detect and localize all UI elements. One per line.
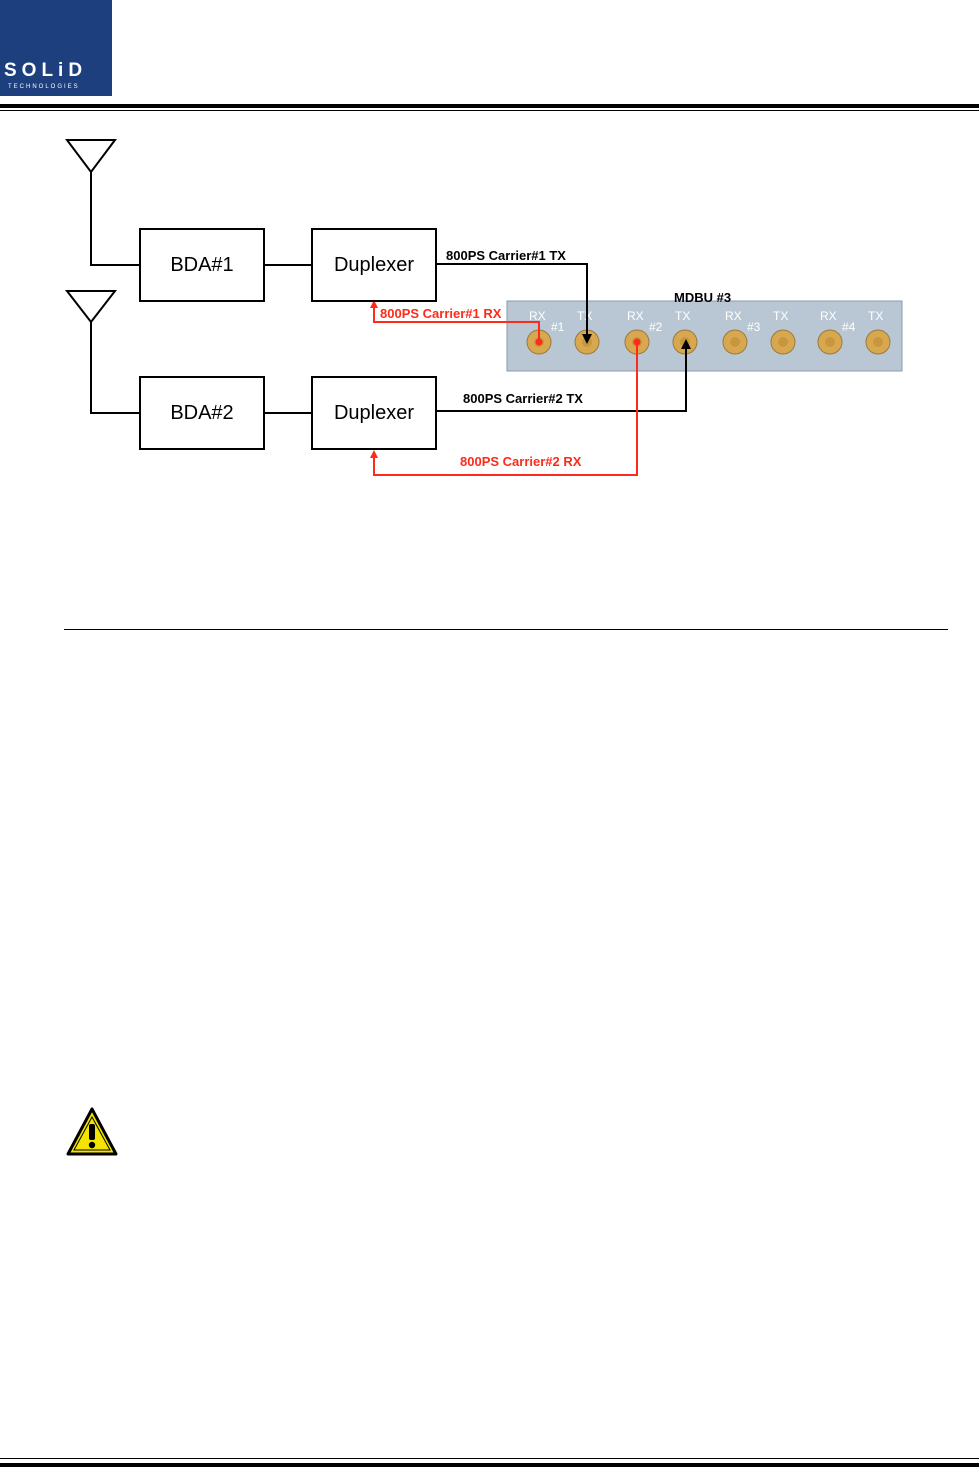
carrier2-rx-label: 800PS Carrier#2 RX [460,454,582,469]
rx-connector-core-4 [825,337,835,347]
bda1-block: BDA#1 [139,228,265,302]
rx-label-4: RX [820,309,837,323]
carrier1-tx-label: 800PS Carrier#1 TX [446,248,566,263]
rx-label-1: RX [529,309,546,323]
rx-label-3: RX [725,309,742,323]
antenna-1-icon [67,140,140,265]
carrier2-rx-arrow [370,450,378,458]
port-number-4: #4 [842,320,856,334]
rx-label-2: RX [627,309,644,323]
tx-label-3: TX [773,309,788,323]
bda2-block: BDA#2 [139,376,265,450]
footer-rule [0,1463,979,1467]
warning-icon [65,1106,119,1158]
tx-label-2: TX [675,309,690,323]
carrier2-rx-dot [634,339,641,346]
tx-connector-core-4 [873,337,883,347]
carrier2-tx-label: 800PS Carrier#2 TX [463,391,583,406]
duplexer2-block: Duplexer [311,376,437,450]
antenna-2-icon [67,291,140,413]
tx-connector-core-3 [778,337,788,347]
port-number-3: #3 [747,320,761,334]
duplexer1-block: Duplexer [311,228,437,302]
port-number-1: #1 [551,320,565,334]
port-number-2: #2 [649,320,663,334]
carrier1-rx-dot [536,339,543,346]
carrier1-rx-label: 800PS Carrier#1 RX [380,306,502,321]
rx-connector-core-3 [730,337,740,347]
section-divider [64,629,948,630]
tx-label-1: TX [577,309,592,323]
footer-rule-thin [0,1458,979,1459]
tx-label-4: TX [868,309,883,323]
panel-title: MDBU #3 [674,290,731,305]
